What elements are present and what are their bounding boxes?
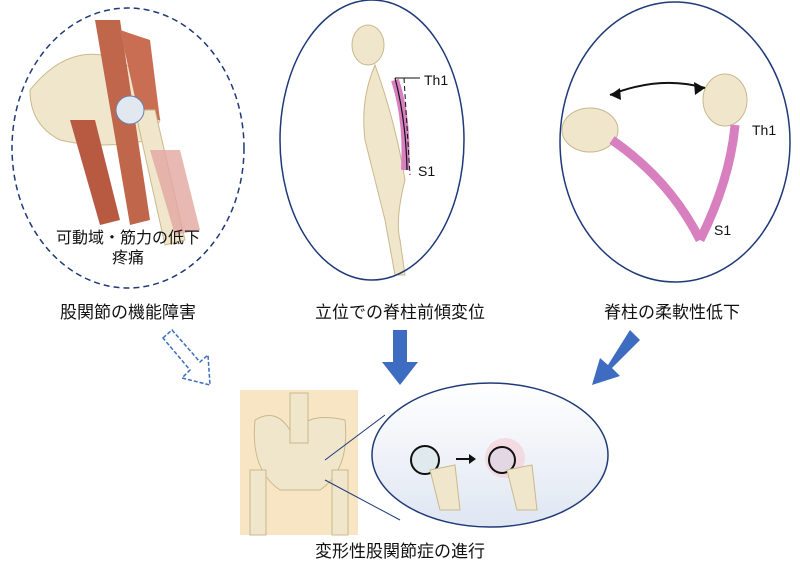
- symptom-rom-strength: 可動域・筋力の低下: [55, 228, 201, 247]
- th1-label-flex: Th1: [752, 122, 777, 138]
- right-arrow: [592, 330, 640, 385]
- caption-spine-flexibility: 脊柱の柔軟性低下: [604, 303, 740, 323]
- symptom-pain: 疼痛: [111, 248, 145, 267]
- s1-label-flex: S1: [714, 222, 732, 238]
- s1-label-standing: S1: [418, 163, 436, 179]
- th1-label-standing: Th1: [424, 72, 449, 88]
- hip-dysfunction-ellipse: [11, 7, 245, 289]
- standing-spine-illustration: [351, 24, 420, 276]
- middle-arrow: [382, 330, 418, 385]
- spine-flexibility-illustration: [561, 73, 748, 243]
- caption-forward-tilt: 立位での脊柱前傾変位: [315, 303, 485, 323]
- caption-hip-dysfunction: 股関節の機能障害: [60, 303, 196, 323]
- pelvis-illustration: [240, 390, 358, 536]
- zoom-connector-top: [324, 414, 386, 461]
- joint-comparison: [410, 438, 538, 511]
- hip-symptoms: 可動域・筋力の低下 疼痛: [56, 228, 200, 268]
- caption-oa-progression: 変形性股関節症の進行: [315, 542, 485, 562]
- zoom-connector-bottom: [324, 479, 401, 521]
- flexibility-ellipse: [559, 1, 791, 283]
- forward-tilt-ellipse: [279, 0, 465, 281]
- hip-muscle-illustration: [29, 20, 200, 246]
- dashed-arrow: [161, 328, 211, 386]
